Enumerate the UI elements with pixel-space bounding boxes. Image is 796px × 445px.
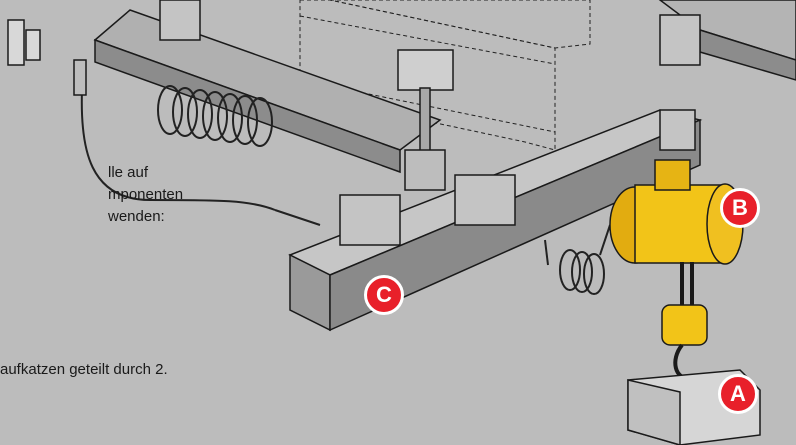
callout-a: A [718, 374, 758, 414]
text-line-3: wenden: [108, 208, 165, 225]
callout-c: C [364, 275, 404, 315]
text-line-4: aufkatzen geteilt durch 2. [0, 361, 168, 378]
callout-b: B [720, 188, 760, 228]
load-block-icon [627, 262, 761, 445]
suspension-clamp [397, 49, 454, 191]
coiled-air-hose-icon [80, 85, 611, 295]
text-line-2: mponenten [108, 186, 184, 203]
air-filter-unit [7, 19, 87, 96]
text-line-1: lle auf [108, 164, 149, 181]
